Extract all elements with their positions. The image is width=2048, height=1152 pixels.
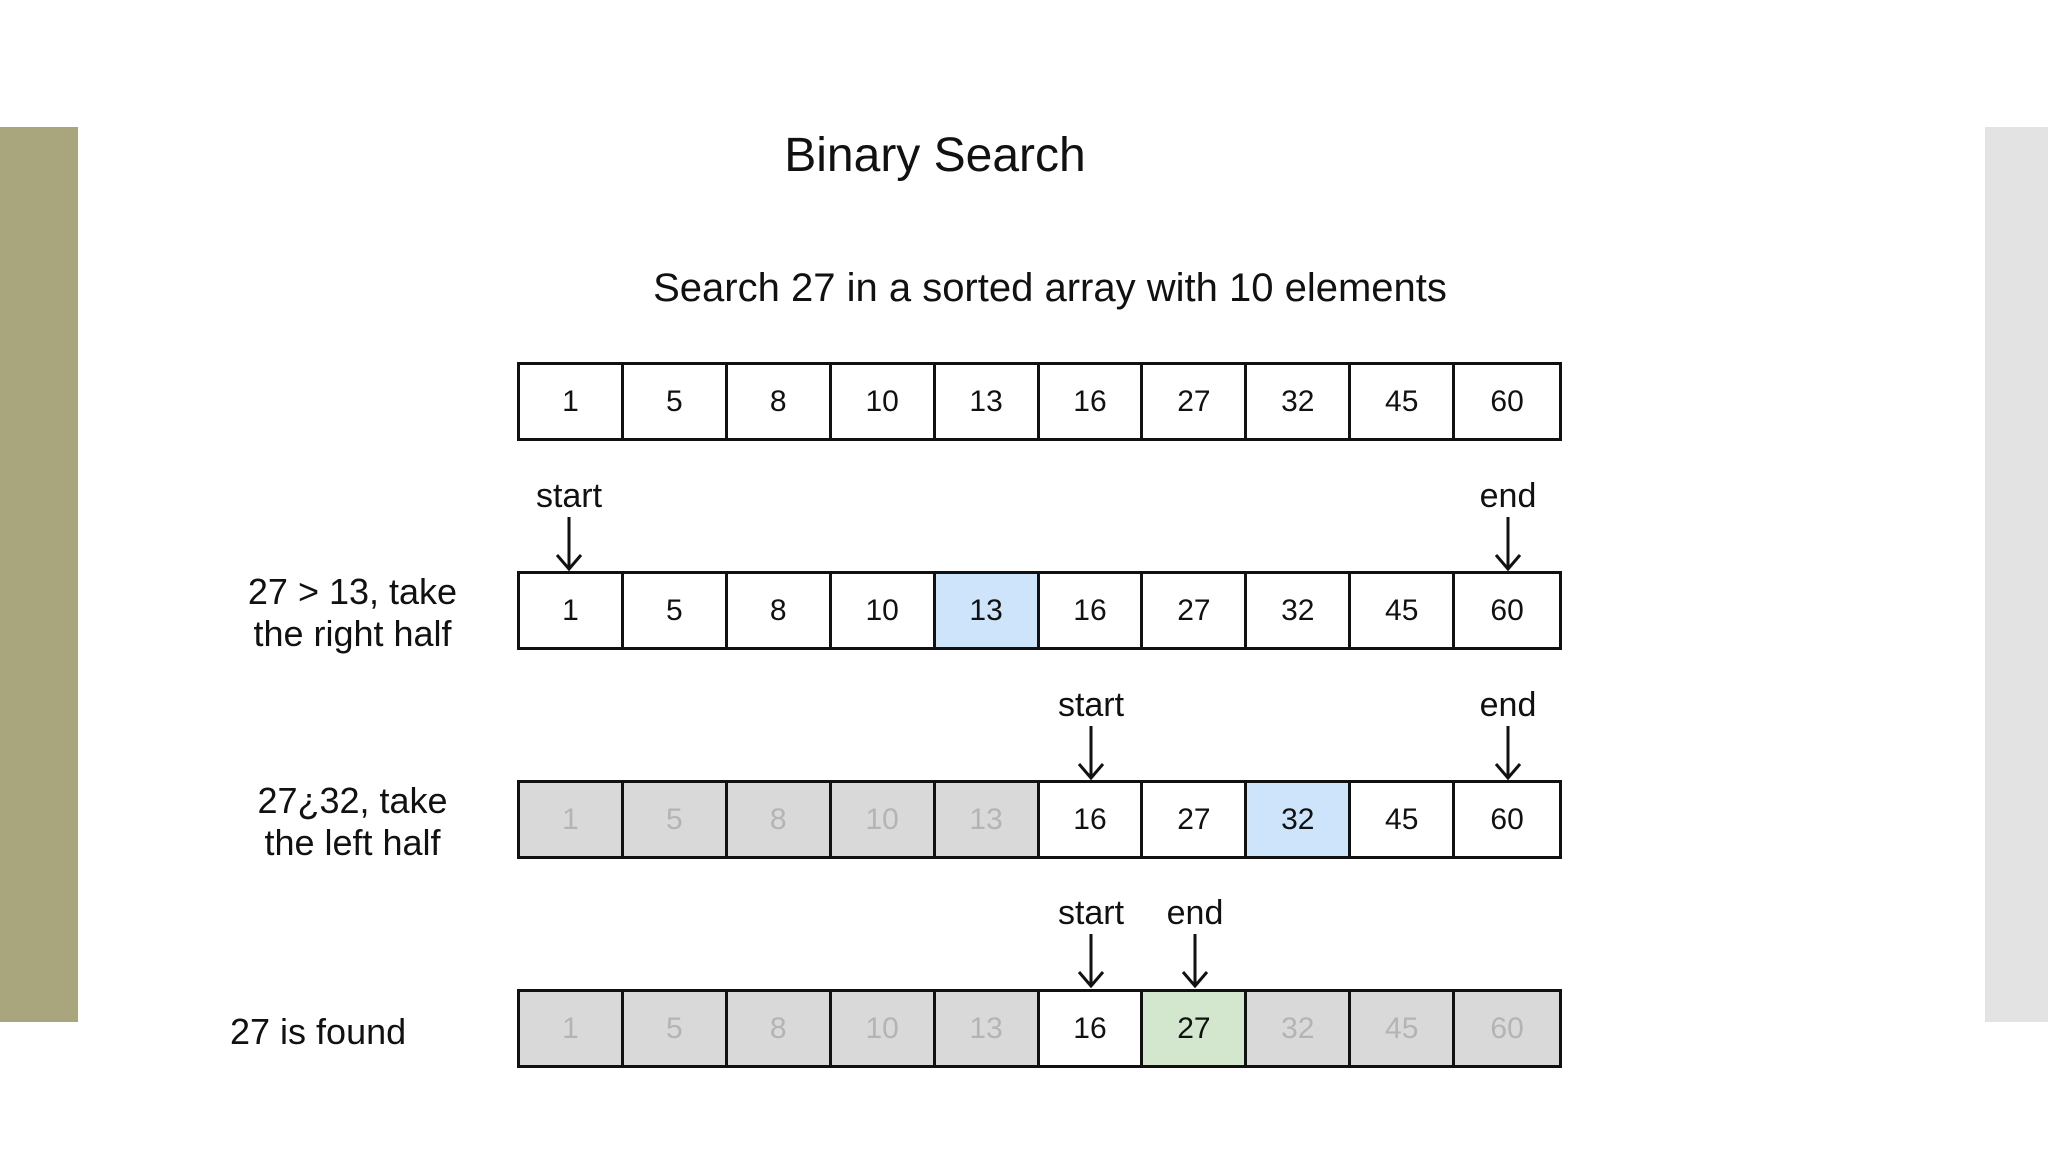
array-cell: 32 <box>1247 574 1352 647</box>
step-2-array: 1 5 8 10 13 16 27 32 45 60 <box>517 780 1562 859</box>
array-cell: 8 <box>727 365 832 438</box>
array-cell: 27 <box>1143 365 1248 438</box>
array-cell: 16 <box>1039 992 1144 1065</box>
array-cell: 32 <box>1247 992 1352 1065</box>
array-cell: 13 <box>935 783 1040 856</box>
array-cell: 60 <box>1455 574 1560 647</box>
start-label: start <box>1057 894 1125 932</box>
slide-title: Binary Search <box>784 129 1086 182</box>
array-cell: 16 <box>1039 783 1144 856</box>
down-arrow-icon <box>1077 934 1105 988</box>
array-cell: 8 <box>727 992 832 1065</box>
array-cell: 45 <box>1351 992 1456 1065</box>
array-cell: 10 <box>831 574 936 647</box>
end-pointer: end <box>1438 477 1578 571</box>
end-label: end <box>1479 477 1537 515</box>
down-arrow-icon <box>1494 517 1522 571</box>
step-note: 27 > 13, take the right half <box>230 571 475 655</box>
down-arrow-icon <box>1494 726 1522 780</box>
array-cell: 5 <box>623 992 728 1065</box>
array-cell: 16 <box>1039 365 1144 438</box>
array-cell: 1 <box>520 992 624 1065</box>
start-pointer: start <box>1021 686 1161 780</box>
array-cell: 45 <box>1351 365 1456 438</box>
array-cell: 45 <box>1351 574 1456 647</box>
step-note: 27¿32, take the left half <box>230 780 475 864</box>
array-cell: 1 <box>520 574 624 647</box>
array-cell: 8 <box>727 574 832 647</box>
step-note-line: 27 is found <box>230 1011 407 1052</box>
down-arrow-icon <box>1181 934 1209 988</box>
end-label: end <box>1479 686 1537 724</box>
array-cell: 13 <box>935 574 1040 647</box>
array-cell: 27 <box>1143 574 1248 647</box>
start-pointer: start <box>499 477 639 571</box>
array-cell: 5 <box>623 365 728 438</box>
end-pointer: end <box>1438 686 1578 780</box>
initial-array: 1 5 8 10 13 16 27 32 45 60 <box>517 362 1562 441</box>
down-arrow-icon <box>1077 726 1105 780</box>
step-note: 27 is found <box>230 1011 425 1053</box>
array-cell: 45 <box>1351 783 1456 856</box>
step-3-array: 1 5 8 10 13 16 27 32 45 60 <box>517 989 1562 1068</box>
start-pointer: start <box>1021 894 1161 988</box>
array-cell: 27 <box>1143 992 1248 1065</box>
array-cell: 60 <box>1455 365 1560 438</box>
array-cell: 32 <box>1247 783 1352 856</box>
array-cell: 13 <box>935 992 1040 1065</box>
array-cell: 60 <box>1455 783 1560 856</box>
slide-subtitle: Search 27 in a sorted array with 10 elem… <box>653 266 1447 310</box>
array-cell: 8 <box>727 783 832 856</box>
array-cell: 10 <box>831 783 936 856</box>
step-note-line: the right half <box>253 613 452 654</box>
start-label: start <box>1057 686 1125 724</box>
end-label: end <box>1166 894 1224 932</box>
array-cell: 13 <box>935 365 1040 438</box>
array-cell: 5 <box>623 574 728 647</box>
step-note-line: the left half <box>264 822 441 863</box>
right-accent-strip <box>1985 127 2048 1022</box>
array-cell: 5 <box>623 783 728 856</box>
array-cell: 10 <box>831 992 936 1065</box>
down-arrow-icon <box>555 517 583 571</box>
left-accent-strip <box>0 127 78 1022</box>
array-cell: 32 <box>1247 365 1352 438</box>
start-label: start <box>535 477 603 515</box>
array-cell: 16 <box>1039 574 1144 647</box>
step-note-line: 27¿32, take <box>257 780 448 821</box>
end-pointer: end <box>1125 894 1265 988</box>
array-cell: 1 <box>520 365 624 438</box>
array-cell: 10 <box>831 365 936 438</box>
array-cell: 1 <box>520 783 624 856</box>
array-cell: 60 <box>1455 992 1560 1065</box>
step-1-array: 1 5 8 10 13 16 27 32 45 60 <box>517 571 1562 650</box>
array-cell: 27 <box>1143 783 1248 856</box>
step-note-line: 27 > 13, take <box>247 571 458 612</box>
